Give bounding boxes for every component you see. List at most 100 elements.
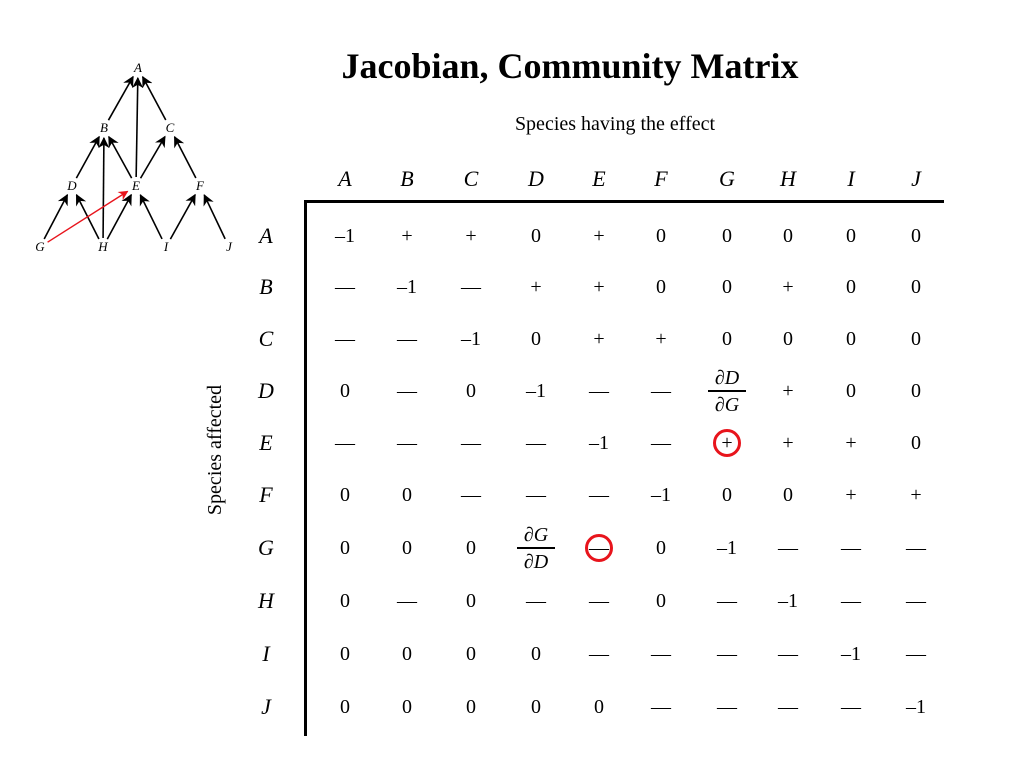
partial-derivative-d-g: ∂D ∂G: [697, 367, 757, 416]
matrix-cell-i-d: 0: [531, 643, 541, 665]
matrix-cell-a-i: 0: [846, 225, 856, 247]
matrix-cell-h-d: —: [526, 590, 546, 612]
matrix-cell-h-b: —: [397, 590, 417, 612]
row-label-d: D: [258, 378, 274, 403]
derivative-numerator: ∂D: [714, 367, 740, 389]
derivative-denominator: ∂G: [714, 393, 740, 416]
matrix-cell-b-b: –1: [397, 276, 417, 298]
highlight-circle-e-g: [713, 429, 741, 457]
matrix-cell-e-b: —: [397, 432, 417, 454]
edge-i-to-e: [139, 193, 163, 240]
matrix-cell-b-e: +: [593, 276, 605, 298]
matrix-cell-f-j: +: [910, 484, 922, 506]
matrix-cell-c-c: –1: [461, 328, 481, 350]
web-node-b: B: [100, 120, 108, 135]
row-label-j: J: [261, 694, 271, 719]
row-label-c: C: [258, 326, 274, 351]
matrix-cell-c-b: —: [397, 328, 417, 350]
matrix-cell-d-j: 0: [911, 380, 921, 402]
matrix-cell-e-f: —: [651, 432, 671, 454]
matrix-cell-e-d: —: [526, 432, 546, 454]
matrix-cell-h-e: —: [589, 590, 609, 612]
highlight-circle-g-e: [585, 534, 613, 562]
web-node-e: E: [131, 178, 140, 193]
matrix-cell-j-f: —: [651, 696, 671, 718]
edge-e-to-a: [132, 76, 144, 178]
web-node-j: J: [226, 239, 233, 254]
matrix-cell-a-a: –1: [335, 225, 355, 247]
web-node-h: H: [97, 239, 108, 254]
edge-i-to-f: [169, 193, 196, 240]
matrix-cell-d-i: 0: [846, 380, 856, 402]
matrix-cell-g-g: –1: [717, 537, 737, 559]
matrix-cell-f-i: +: [845, 484, 857, 506]
matrix-cell-e-e: –1: [589, 432, 609, 454]
web-node-g: G: [35, 239, 45, 254]
matrix-cell-h-a: 0: [340, 590, 350, 612]
row-label-b: B: [259, 274, 273, 299]
matrix-cell-e-i: +: [845, 432, 857, 454]
web-node-a: A: [133, 60, 142, 75]
matrix-cell-j-h: —: [778, 696, 798, 718]
matrix-cell-j-d: 0: [531, 696, 541, 718]
matrix-cell-c-j: 0: [911, 328, 921, 350]
edge-f-to-c: [173, 135, 197, 179]
matrix-cell-h-f: 0: [656, 590, 666, 612]
matrix-cell-d-b: —: [397, 380, 417, 402]
matrix-cell-g-h: —: [778, 537, 798, 559]
matrix-cell-i-c: 0: [466, 643, 476, 665]
edge-j-to-f: [203, 194, 226, 240]
matrix-cell-e-j: 0: [911, 432, 921, 454]
edge-c-to-a: [142, 75, 167, 121]
matrix-cell-a-f: 0: [656, 225, 666, 247]
matrix-cell-f-h: 0: [783, 484, 793, 506]
matrix-cell-d-h: +: [782, 380, 794, 402]
matrix-cell-a-j: 0: [911, 225, 921, 247]
column-label-c: C: [463, 166, 479, 191]
matrix-cell-j-b: 0: [402, 696, 412, 718]
matrix-cell-a-b: +: [401, 225, 413, 247]
row-label-h: H: [258, 588, 274, 613]
column-label-g: G: [719, 166, 735, 191]
matrix-cell-c-d: 0: [531, 328, 541, 350]
edge-e-to-c: [139, 135, 166, 179]
column-label-h: H: [780, 166, 796, 191]
matrix-cell-g-a: 0: [340, 537, 350, 559]
matrix-cell-f-e: —: [589, 484, 609, 506]
matrix-cell-j-j: –1: [906, 696, 926, 718]
matrix-cell-j-c: 0: [466, 696, 476, 718]
matrix-cell-c-g: 0: [722, 328, 732, 350]
matrix-cell-f-b: 0: [402, 484, 412, 506]
matrix-cell-h-j: —: [906, 590, 926, 612]
matrix-cell-i-b: 0: [402, 643, 412, 665]
fraction-bar: [708, 390, 746, 392]
matrix-cell-c-e: +: [593, 328, 605, 350]
matrix-cell-b-f: 0: [656, 276, 666, 298]
matrix-cell-b-j: 0: [911, 276, 921, 298]
partial-derivative-g-d: ∂G∂D: [506, 524, 566, 573]
web-node-d: D: [66, 178, 77, 193]
row-label-f: F: [259, 482, 273, 507]
matrix-cell-d-c: 0: [466, 380, 476, 402]
matrix-cell-b-g: 0: [722, 276, 732, 298]
edge-e-to-b: [108, 135, 133, 179]
matrix-cell-i-a: 0: [340, 643, 350, 665]
matrix-cell-j-g: —: [717, 696, 737, 718]
row-label-e: E: [259, 430, 273, 455]
edge-g-to-e: [47, 190, 129, 243]
column-label-f: F: [654, 166, 668, 191]
matrix-cell-e-h: +: [782, 432, 794, 454]
matrix-cell-b-d: +: [530, 276, 542, 298]
matrix-cell-a-d: 0: [531, 225, 541, 247]
matrix-cell-d-d: –1: [526, 380, 546, 402]
matrix-cell-a-g: 0: [722, 225, 732, 247]
matrix-cell-i-h: —: [778, 643, 798, 665]
matrix-cell-i-j: —: [906, 643, 926, 665]
matrix-cell-f-a: 0: [340, 484, 350, 506]
matrix-cell-d-e: —: [589, 380, 609, 402]
matrix-cell-f-d: —: [526, 484, 546, 506]
edge-b-to-a: [107, 75, 134, 121]
matrix-cell-g-c: 0: [466, 537, 476, 559]
matrix-left-rule: [304, 200, 307, 736]
